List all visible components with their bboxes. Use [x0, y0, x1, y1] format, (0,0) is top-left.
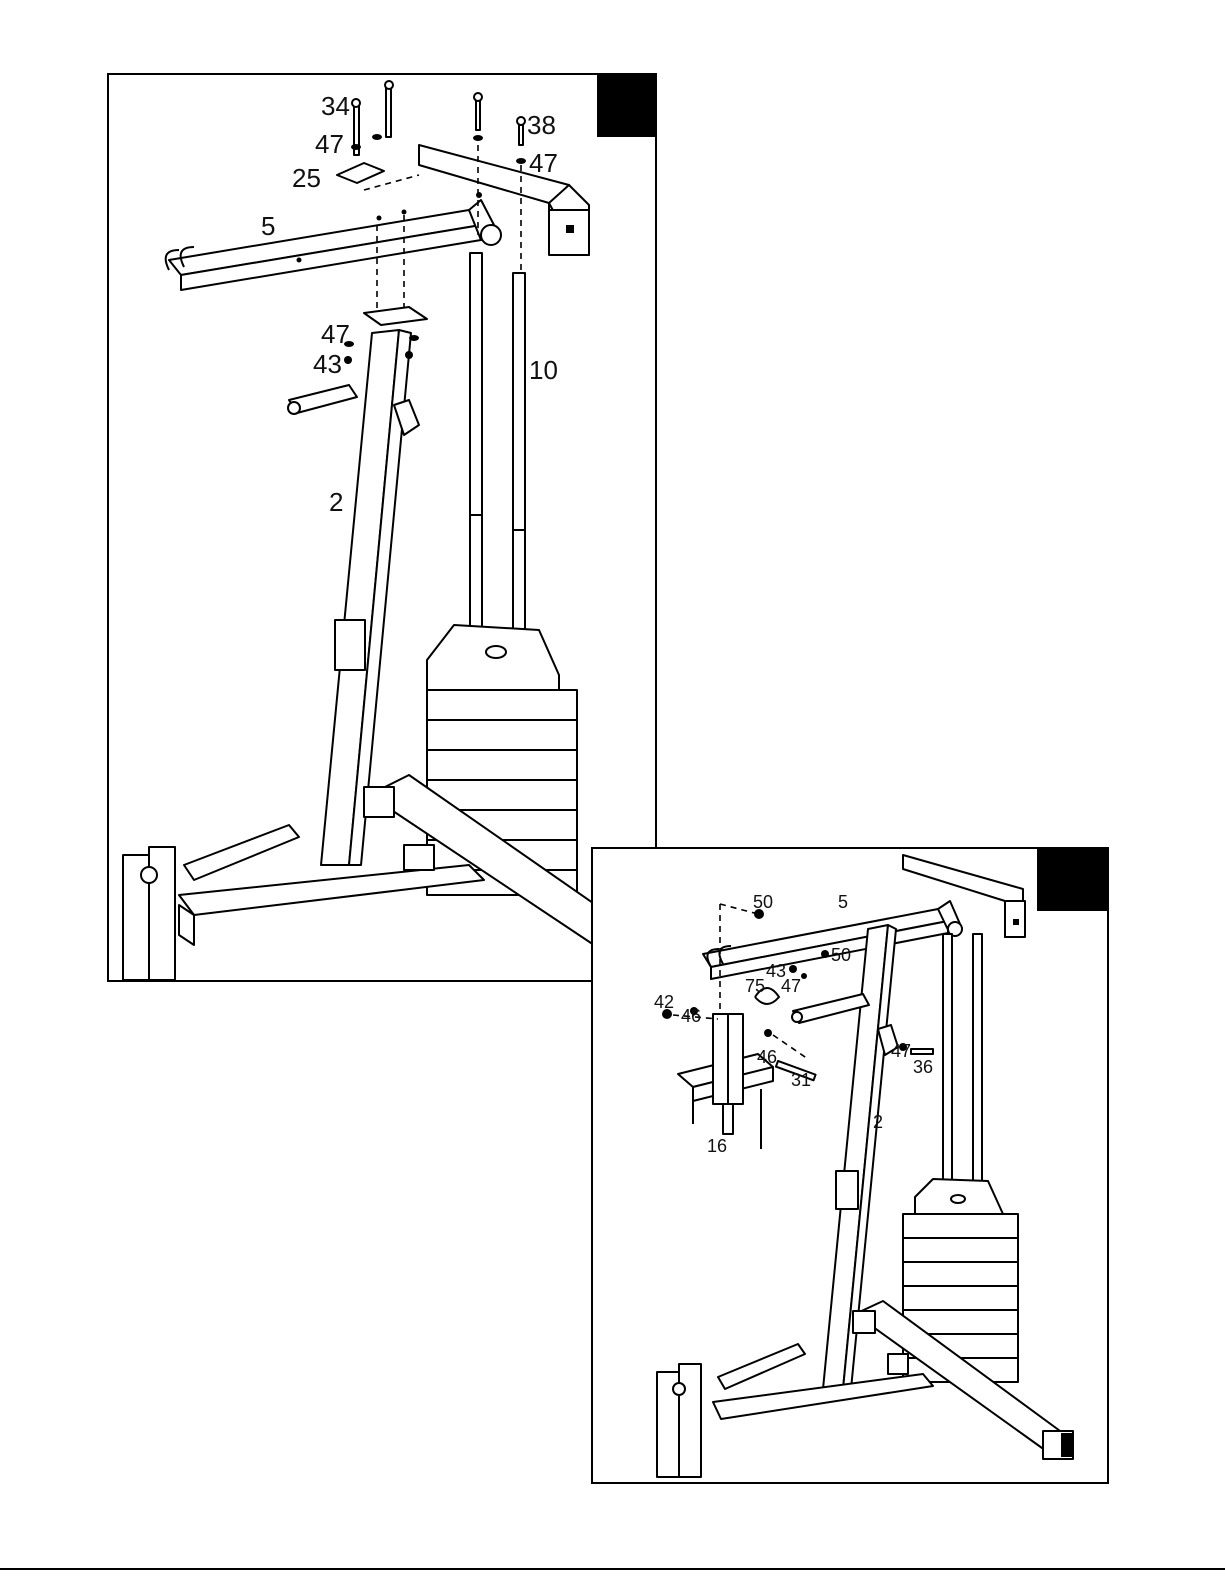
label-46: 46	[681, 1007, 701, 1025]
label-50: 50	[831, 946, 851, 964]
label-75: 75	[745, 977, 765, 995]
assembly-figure-bottom: 50 5 50 43 75 47 42 46 46 31 47 36 16 2	[591, 847, 1109, 1484]
label-47: 47	[891, 1042, 911, 1060]
label-16: 16	[707, 1137, 727, 1155]
assembly-figure-top: 34 47 25 38 47 5 47 43 10 2	[107, 73, 657, 982]
label-50: 50	[753, 893, 773, 911]
top-hardware	[337, 81, 526, 310]
footer-rule	[0, 1568, 1225, 1570]
machine-drawing-bottom	[593, 849, 1107, 1482]
label-47: 47	[529, 150, 558, 176]
label-31: 31	[791, 1071, 811, 1089]
label-5: 5	[838, 893, 848, 911]
machine-drawing-top	[109, 75, 655, 980]
label-2: 2	[873, 1113, 883, 1131]
label-43: 43	[313, 351, 342, 377]
label-2: 2	[329, 489, 343, 515]
label-47: 47	[781, 977, 801, 995]
pulley-bracket-16	[678, 904, 773, 1149]
guide-rods	[470, 253, 525, 663]
label-47: 47	[315, 131, 344, 157]
label-25: 25	[292, 165, 321, 191]
label-42: 42	[654, 993, 674, 1011]
label-10: 10	[529, 357, 558, 383]
label-38: 38	[527, 112, 556, 138]
top-crossbar	[166, 145, 589, 290]
label-47: 47	[321, 321, 350, 347]
guide-rods	[943, 934, 982, 1214]
label-46: 46	[757, 1048, 777, 1066]
label-36: 36	[913, 1058, 933, 1076]
label-34: 34	[321, 93, 350, 119]
label-5: 5	[261, 213, 275, 239]
